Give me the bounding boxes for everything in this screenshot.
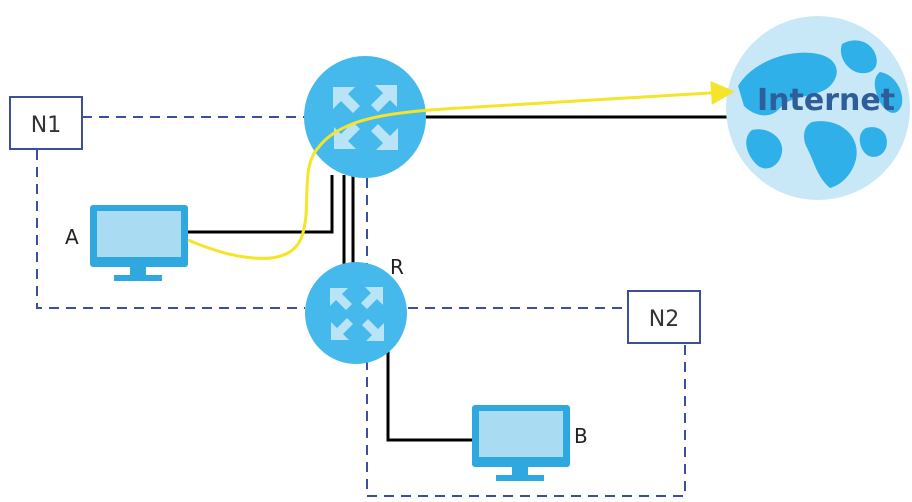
- router-r-label: R: [390, 255, 404, 279]
- traffic-path-arrow: [187, 80, 735, 260]
- n2-label: N2: [649, 307, 679, 332]
- n1-label: N1: [31, 113, 61, 138]
- internet-label: Internet: [757, 83, 895, 118]
- n2-box: [627, 290, 701, 344]
- network-n1: N1: [9, 96, 83, 150]
- link-r-b: [386, 350, 472, 442]
- cable-links: [188, 115, 732, 442]
- globe-continents: [738, 40, 903, 188]
- n2-boundary-right: [366, 345, 686, 497]
- router-r: R: [305, 255, 407, 364]
- internet-globe: Internet: [726, 16, 910, 200]
- network-n2: N2: [627, 290, 701, 344]
- router-arrows: [330, 287, 384, 341]
- network-boundaries: [36, 116, 686, 497]
- link-a-upper-router: [188, 175, 334, 234]
- computer-a: A: [65, 205, 188, 281]
- monitor-icon: [90, 205, 188, 281]
- computer-b-label: B: [574, 424, 588, 448]
- router-icon: [304, 56, 426, 178]
- monitor-icon: [472, 405, 570, 481]
- router-arrows: [333, 85, 398, 150]
- n1-box: [9, 96, 83, 150]
- computer-a-label: A: [65, 225, 79, 249]
- computer-b: B: [472, 405, 588, 481]
- upper-router: [304, 56, 426, 178]
- n1-boundary-left: [36, 150, 305, 309]
